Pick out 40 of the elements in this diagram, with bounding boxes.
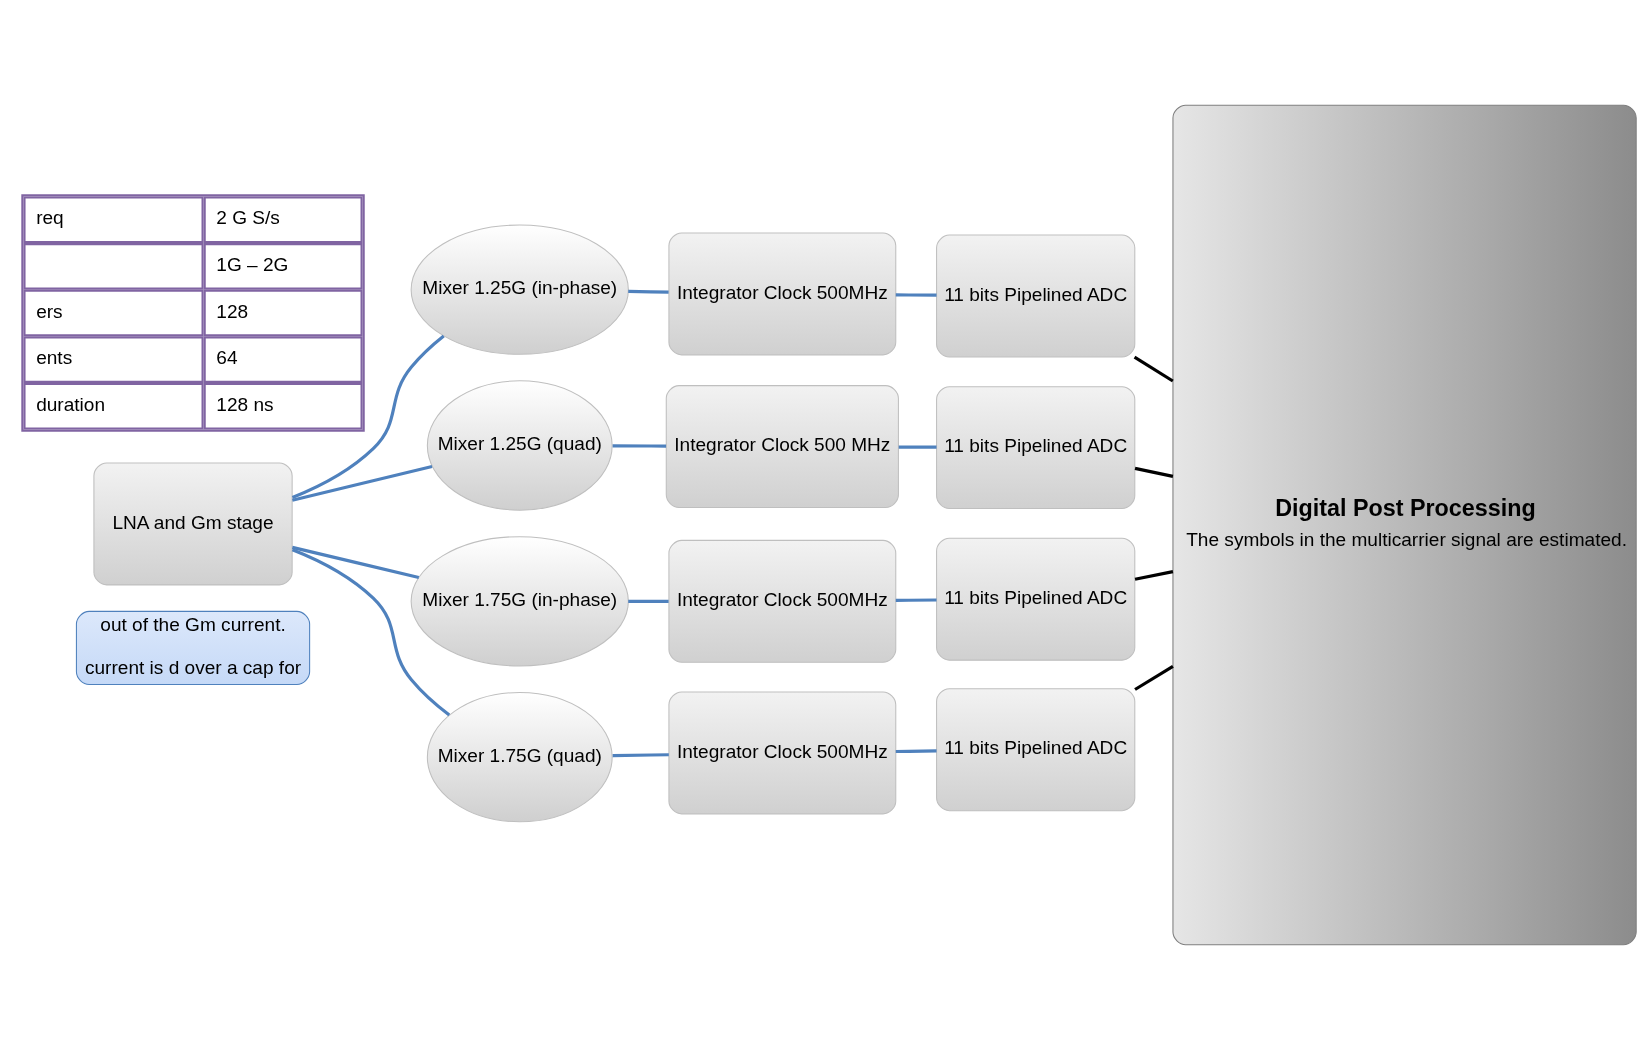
connector: [628, 599, 669, 603]
label: ents: [36, 346, 73, 368]
label: req: [36, 206, 64, 228]
node-ellipse: Mixer 1.25G (in-phase): [410, 224, 629, 355]
node-box: Integrator Clock 500MHz: [668, 539, 897, 663]
node-box: 11 bits Pipelined ADC: [936, 537, 1136, 661]
connector: [292, 545, 420, 579]
label: 64: [216, 346, 238, 368]
connector: [612, 443, 667, 448]
connector: [628, 289, 669, 294]
connector: [291, 547, 451, 716]
connector: [895, 292, 937, 297]
node-box: 11 bits Pipelined ADC: [936, 234, 1136, 357]
connector: [1133, 355, 1174, 382]
connector: [612, 752, 669, 757]
node-box: Digital Post Processing The symbols in the multicarrier signal are estimated.: [1172, 104, 1637, 945]
connector: [898, 444, 937, 449]
node-box: 11 bits Pipelined ADC: [936, 687, 1136, 811]
node-box: Integrator Clock 500 MHz: [665, 384, 899, 508]
node-ellipse: Mixer 1.75G (in-phase): [410, 535, 629, 666]
node-box: 11 bits Pipelined ADC: [936, 385, 1136, 509]
label: 128 ns: [216, 393, 274, 415]
label: duration: [36, 393, 106, 415]
connector: [1134, 569, 1174, 581]
connector: [292, 464, 433, 502]
connector: [1134, 466, 1174, 478]
label: 2 G S/s: [216, 206, 280, 228]
node-box: out of the Gm current. current is d over a cap for: [75, 610, 311, 685]
node-box: Integrator Clock 500MHz: [668, 690, 897, 814]
label: ers: [36, 300, 63, 322]
connector: [895, 597, 937, 602]
node-box: LNA and Gm stage: [93, 461, 293, 585]
connector: [895, 748, 937, 753]
label: 128: [216, 300, 249, 322]
connector: [291, 334, 445, 499]
connector: [1134, 664, 1174, 691]
node-box: Integrator Clock 500MHz: [668, 231, 897, 355]
node-ellipse: Mixer 1.75G (quad): [426, 691, 613, 822]
node-ellipse: Mixer 1.25G (quad): [426, 379, 613, 511]
label: 1G – 2G: [216, 253, 289, 275]
